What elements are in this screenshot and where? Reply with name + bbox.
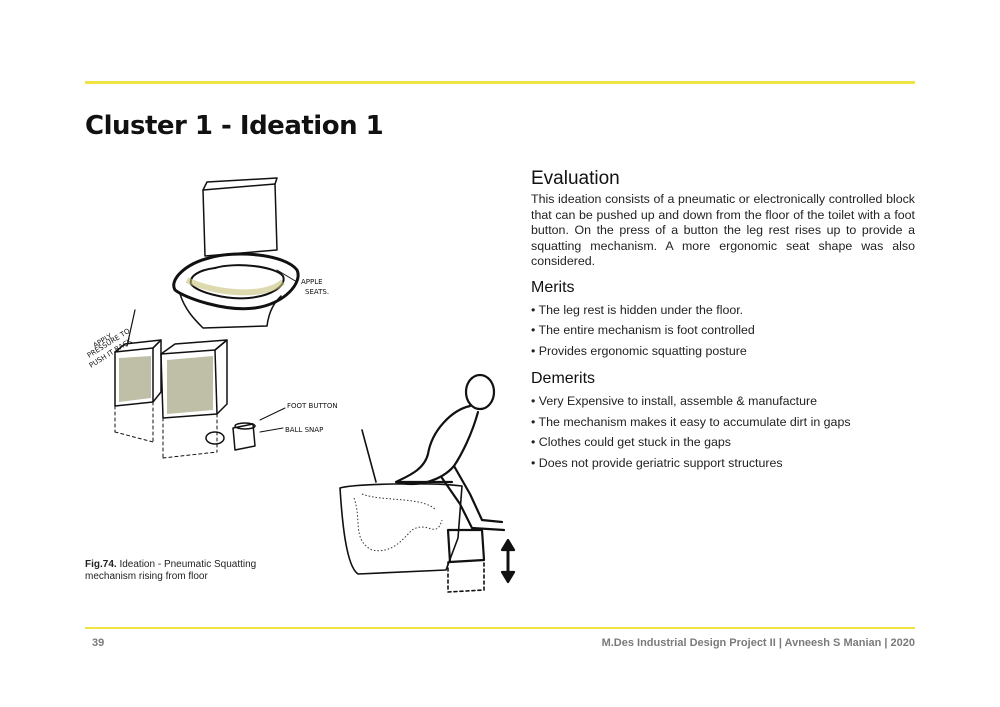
merits-list: • The leg rest is hidden under the floor…: [531, 300, 915, 362]
list-item: • The entire mechanism is foot controlle…: [531, 323, 755, 337]
figure-caption-text: Ideation - Pneumatic Squatting mechanism…: [85, 559, 257, 582]
annotation-seat-1: APPLE: [301, 278, 323, 286]
annotation-ball-snap: BALL SNAP: [285, 426, 323, 434]
demerits-list: • Very Expensive to install, assemble & …: [531, 391, 915, 473]
squatting-figure-sketch: [339, 373, 516, 593]
evaluation-body: This ideation consists of a pneumatic or…: [531, 192, 915, 268]
list-item: • Provides ergonomic squatting posture: [531, 343, 747, 358]
list-item: • The mechanism makes it easy to accumul…: [531, 414, 851, 429]
bottom-divider: [85, 627, 915, 629]
figure-label: Fig.74.: [85, 559, 117, 570]
page-number: 39: [92, 637, 105, 649]
list-item: • Clothes could get stuck in the gaps: [531, 435, 731, 449]
page-title: Cluster 1 - Ideation 1: [85, 111, 384, 141]
footer-credit: M.Des Industrial Design Project II | Avn…: [601, 637, 915, 649]
list-item: • The leg rest is hidden under the floor…: [531, 302, 744, 317]
annotation-seat-2: SEATS.: [305, 288, 329, 296]
annotation-foot-button: FOOT BUTTON: [287, 402, 338, 410]
top-divider: [85, 81, 915, 84]
figure-caption: Fig.74. Ideation - Pneumatic Squatting m…: [85, 559, 285, 583]
merits-heading: Merits: [531, 278, 575, 296]
evaluation-heading: Evaluation: [531, 168, 620, 189]
list-item: • Very Expensive to install, assemble & …: [531, 394, 818, 408]
content-column: Evaluation This ideation consists of a p…: [531, 168, 915, 473]
list-item: • Does not provide geriatric support str…: [531, 455, 783, 470]
demerits-heading: Demerits: [531, 370, 596, 387]
toilet-block-sketch: APPLY PRESSURE TO PUSH IT BACK APPLE SEA…: [86, 177, 338, 459]
